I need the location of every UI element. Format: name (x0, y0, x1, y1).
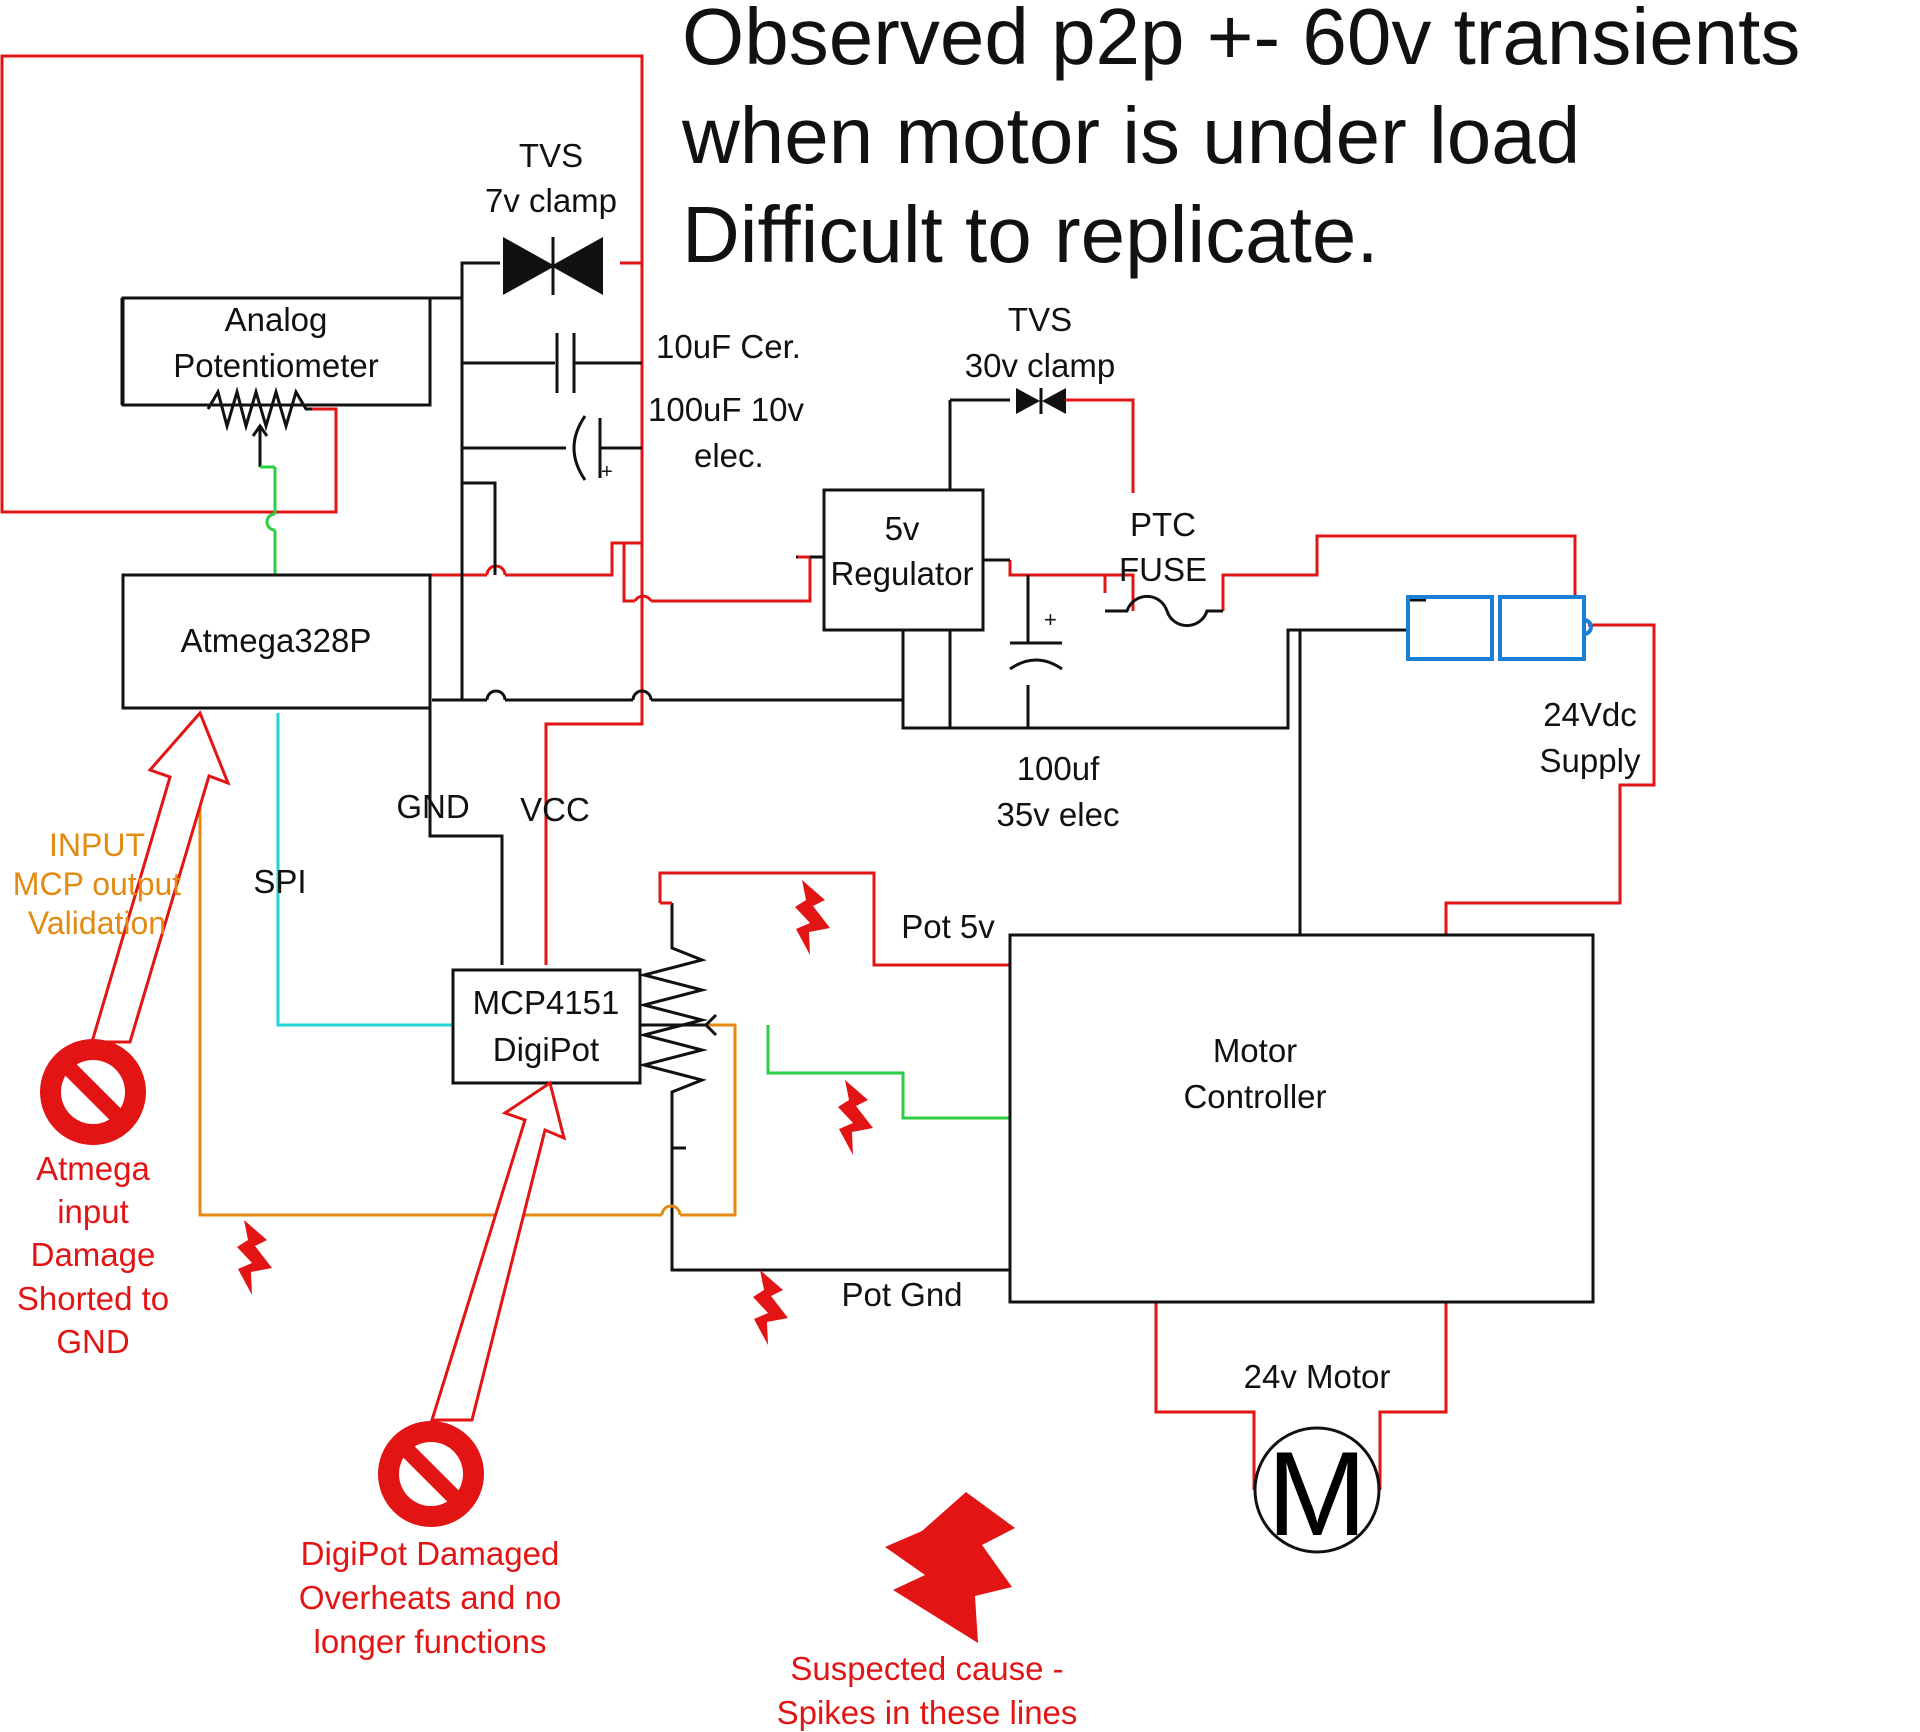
capacitor-100uf-10v: + (572, 415, 613, 483)
title-line-1: Observed p2p +- 60v transients (682, 0, 1800, 81)
note-input-3: Validation (28, 905, 166, 941)
regulator-5v: 5v Regulator (798, 488, 1010, 632)
tvs7-label-2: 7v clamp (485, 182, 617, 219)
note-digipot-3: longer functions (314, 1623, 547, 1660)
note-atmega-4: Shorted to (17, 1280, 169, 1317)
arrow-to-digipot (429, 1080, 567, 1422)
supply-label-2: Supply (1540, 742, 1641, 779)
note-input-2: MCP output (13, 866, 182, 902)
motor-controller-label-2: Controller (1183, 1078, 1326, 1115)
cap35-label-1: 100uf (1017, 750, 1100, 787)
motor-controller-label-1: Motor (1213, 1032, 1297, 1069)
note-cause-1: Suspected cause - (790, 1650, 1063, 1687)
regulator-label-1: 5v (885, 510, 920, 547)
spike-icons (237, 880, 1015, 1643)
cap100-label-1: 100uF 10v (648, 391, 804, 428)
net-label-vcc: VCC (520, 791, 590, 828)
regulator-label-2: Regulator (830, 555, 973, 592)
note-atmega-1: Atmega (36, 1150, 150, 1187)
cap100-label-2: elec. (694, 437, 764, 474)
analog-pot-label-2: Potentiometer (173, 347, 378, 384)
note-digipot-2: Overheats and no (299, 1579, 561, 1616)
black-wires (428, 261, 1426, 1272)
cap100-polarity: + (601, 461, 613, 483)
tvs30-label-2: 30v clamp (965, 347, 1115, 384)
ptc-label-1: PTC (1130, 506, 1196, 543)
note-digipot-1: DigiPot Damaged (301, 1535, 560, 1572)
capacitor-10uf (555, 333, 576, 393)
red-wires (0, 54, 1656, 1490)
title-line-3: Difficult to replicate. (682, 190, 1379, 279)
mcp-label-1: MCP4151 (473, 984, 620, 1021)
ptc-label-2: FUSE (1119, 551, 1207, 588)
net-label-spi: SPI (253, 863, 306, 900)
mcp4151-digipot: MCP4151 DigiPot (451, 903, 718, 1110)
note-cause-2: Spikes in these lines (777, 1694, 1078, 1731)
note-atmega-5: GND (56, 1323, 129, 1360)
cap35-label-2: 35v elec (997, 796, 1120, 833)
supply-connector (1406, 595, 1593, 661)
analog-potentiometer: Analog Potentiometer (120, 296, 432, 467)
tvs30-label-1: TVS (1008, 301, 1072, 338)
motor-controller: Motor Controller (1008, 933, 1595, 1304)
tvs7-label-1: TVS (519, 137, 583, 174)
spike-icon-wiper (838, 1080, 873, 1155)
spike-icon-pot5v (795, 880, 830, 955)
no-symbol-atmega-icon (40, 1039, 146, 1145)
motor-label: 24v Motor (1244, 1358, 1391, 1395)
atmega-label: Atmega328P (181, 622, 372, 659)
motor-24v: M 24v Motor (1244, 1358, 1391, 1561)
no-symbol-digipot-icon (378, 1421, 484, 1527)
mcp-label-2: DigiPot (493, 1031, 599, 1068)
spike-icon-legend (885, 1492, 1015, 1643)
spike-icon-orange (237, 1220, 272, 1295)
note-atmega-3: Damage (31, 1236, 156, 1273)
motor-symbol: M (1267, 1427, 1367, 1561)
cap35-polarity: + (1044, 607, 1057, 632)
net-label-potgnd: Pot Gnd (841, 1276, 962, 1313)
supply-label-1: 24Vdc (1543, 696, 1637, 733)
note-input-1: INPUT (49, 827, 145, 863)
net-label-pot5v: Pot 5v (901, 908, 995, 945)
ptc-fuse: PTC FUSE (1105, 506, 1223, 628)
tvs-7v-diode: TVS 7v clamp (485, 137, 617, 295)
title-line-2: when motor is under load (681, 91, 1580, 180)
analog-pot-label-1: Analog (225, 301, 328, 338)
cap10-label: 10uF Cer. (656, 328, 801, 365)
spike-icon-potgnd (753, 1270, 788, 1345)
tvs-30v-diode: TVS 30v clamp (965, 301, 1115, 414)
arrow-to-atmega (89, 710, 231, 1044)
net-label-gnd: GND (396, 788, 469, 825)
atmega328p-chip: Atmega328P (121, 573, 432, 710)
note-atmega-2: input (57, 1193, 129, 1230)
